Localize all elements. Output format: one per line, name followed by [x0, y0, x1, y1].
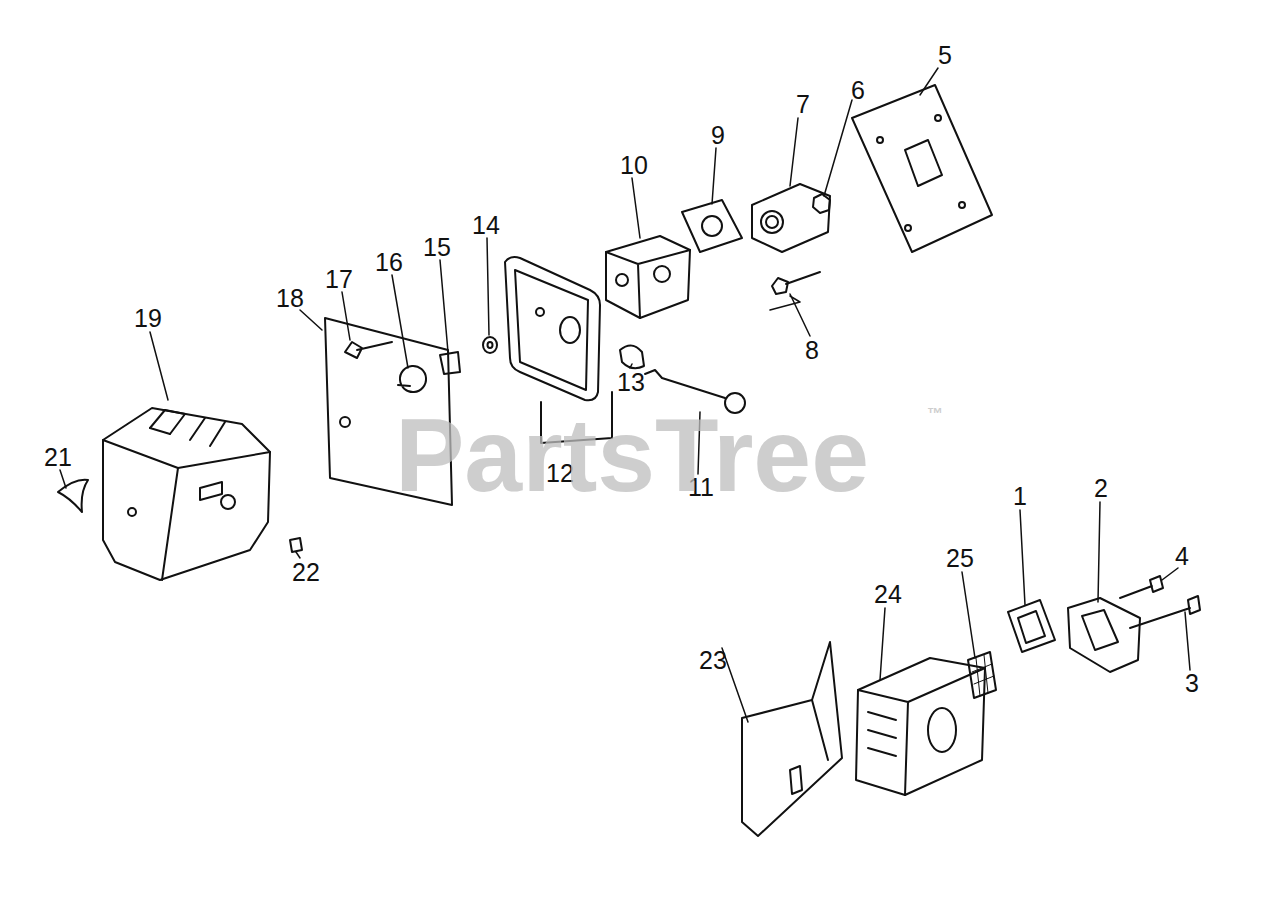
nut [813, 194, 830, 213]
cleaner-cover [103, 408, 270, 580]
bolt [1130, 596, 1200, 628]
callout-number: 2 [1094, 476, 1108, 501]
callout-number: 16 [375, 250, 403, 275]
knob [398, 366, 426, 392]
cleaner-base [505, 257, 600, 400]
callout-number: 17 [325, 267, 353, 292]
bushing [620, 345, 644, 368]
watermark: PartsTree [395, 403, 869, 507]
callout-number: 4 [1175, 544, 1189, 569]
exhaust-gasket [1008, 600, 1055, 652]
callout-number: 10 [620, 153, 648, 178]
insulator [752, 184, 830, 252]
flange [1068, 598, 1140, 672]
plate [440, 352, 460, 374]
callout-number: 8 [805, 338, 819, 363]
callout-number: 13 [617, 370, 645, 395]
callout-number: 25 [946, 546, 974, 571]
callout-number: 1 [1013, 484, 1027, 509]
callout-number: 19 [134, 306, 162, 331]
heat-shield [742, 642, 842, 836]
bolt [345, 342, 392, 358]
muffler [856, 658, 985, 795]
gasket-plate [852, 85, 992, 252]
clip [58, 480, 88, 512]
callout-number: 24 [874, 582, 902, 607]
washer [483, 337, 497, 353]
callout-number: 14 [472, 213, 500, 238]
carburetor [606, 236, 690, 318]
callout-number: 18 [276, 286, 304, 311]
callout-number: 9 [711, 123, 725, 148]
callout-number: 22 [292, 560, 320, 585]
gasket [682, 200, 742, 252]
callout-number: 23 [699, 648, 727, 673]
callout-number: 3 [1185, 671, 1199, 696]
callout-number: 21 [44, 445, 72, 470]
callout-number: 6 [851, 78, 865, 103]
bolt [772, 272, 820, 294]
trademark-sign: ™ [927, 406, 943, 422]
screen [968, 652, 996, 698]
callout-number: 15 [423, 235, 451, 260]
leader-lines [60, 68, 1190, 722]
pad [290, 538, 302, 552]
callout-number: 7 [796, 92, 810, 117]
bolt [1120, 576, 1163, 598]
primer-line [645, 370, 725, 398]
callout-number: 5 [938, 43, 952, 68]
